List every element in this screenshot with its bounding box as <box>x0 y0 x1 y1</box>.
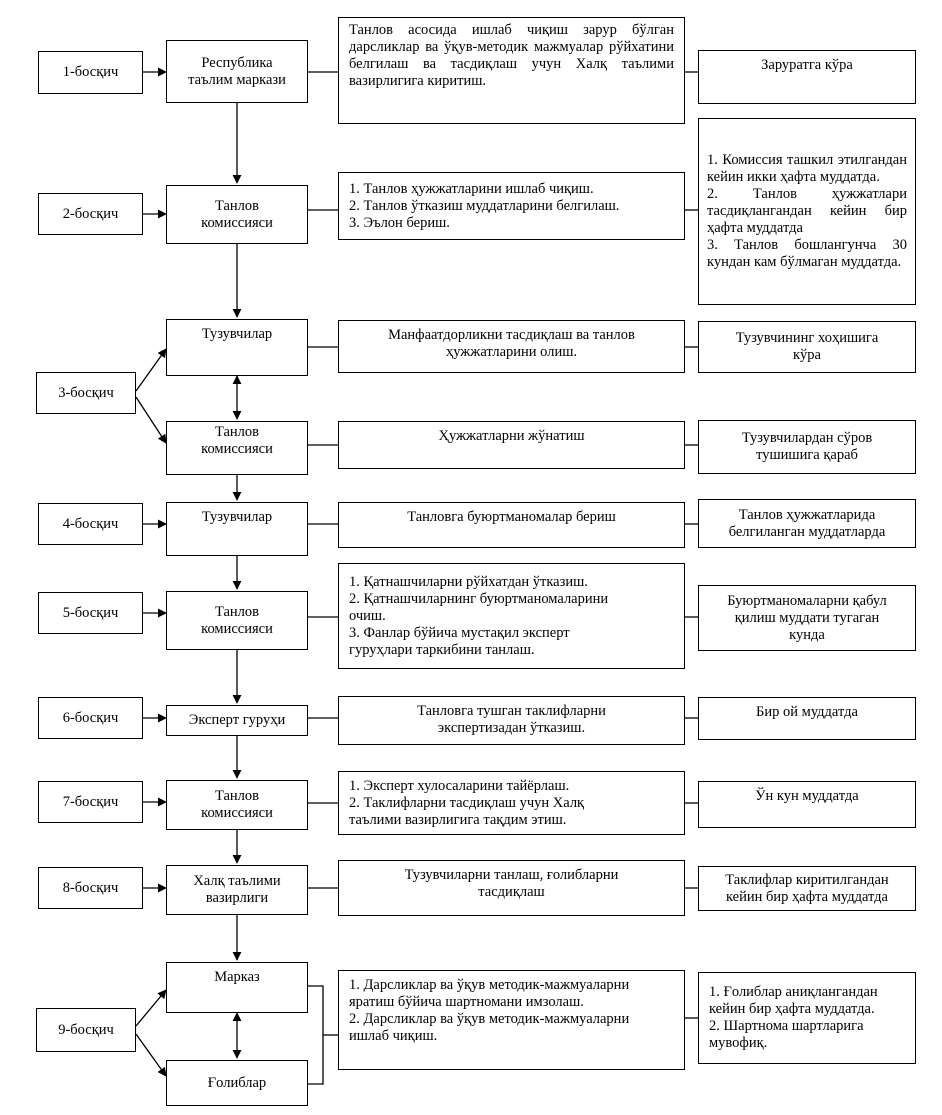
arrow-stage9-actor-a <box>135 989 167 1027</box>
timing-stage-1: Заруратга кўра <box>698 50 916 104</box>
stage-2-label: 2-босқич <box>38 193 143 235</box>
arrow-stage3-actor-a <box>135 348 167 392</box>
timing-stage-7: Ўн кун муддатда <box>698 781 916 828</box>
stage-6-label: 6-босқич <box>38 697 143 739</box>
actor-winners: Ғолиблар <box>166 1060 308 1106</box>
stage-5-label: 5-босқич <box>38 592 143 634</box>
stage-1-label: 1-босқич <box>38 51 143 94</box>
action-stage-2: 1. Танлов ҳужжатларини ишлаб чиқиш.2. Та… <box>338 172 685 240</box>
action-stage-7: 1. Эксперт хулосаларини тайёрлаш.2. Такл… <box>338 771 685 835</box>
stage-8-label: 8-босқич <box>38 867 143 909</box>
actor-center: Марказ <box>166 962 308 1013</box>
stage-3-label: 3-босқич <box>36 372 136 414</box>
actor-authors: Тузувчилар <box>166 319 308 376</box>
timing-stage-2: 1. Комиссия ташкил этилгандан кейин икки… <box>698 118 916 305</box>
arrow-stage3-actor-b <box>135 396 167 444</box>
link-actor9-action <box>308 985 324 1085</box>
action-stage-3-commission: Ҳужжатларни жўнатиш <box>338 421 685 469</box>
arrow-stage9-actor-b <box>135 1033 167 1077</box>
stage-7-label: 7-босқич <box>38 781 143 823</box>
action-stage-9: 1. Дарсликлар ва ўқув методик-мажмуаларн… <box>338 970 685 1070</box>
stage-4-label: 4-босқич <box>38 503 143 545</box>
action-stage-5: 1. Қатнашчиларни рўйхатдан ўтказиш.2. Қа… <box>338 563 685 669</box>
timing-stage-6: Бир ой муддатда <box>698 697 916 740</box>
action-stage-4: Танловга буюртманомалар бериш <box>338 502 685 548</box>
stage-9-label: 9-босқич <box>36 1008 136 1052</box>
actor-expert-group: Эксперт гуруҳи <box>166 705 308 736</box>
action-stage-1: Танлов асосида ишлаб чиқиш зарур бўлган … <box>338 17 685 124</box>
actor-authors: Тузувчилар <box>166 502 308 556</box>
